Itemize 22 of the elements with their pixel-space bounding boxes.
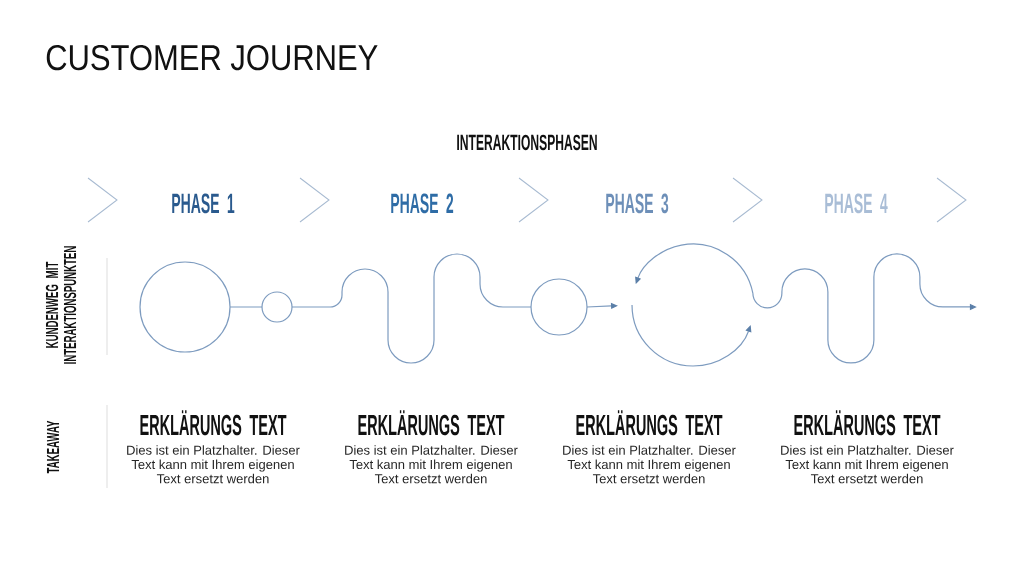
title: CUSTOMER JOURNEY (46, 44, 378, 71)
circle-marker (530, 278, 588, 336)
phase-label: PHASE 4 (825, 193, 888, 214)
row-label: KUNDENWEG MIT INTERAKTIONSPUNKTEN (45, 246, 77, 364)
column-heading: ERKLÄRUNGS TEXT (140, 410, 287, 436)
column-heading: ERKLÄRUNGS TEXT (576, 410, 723, 436)
body-text: Dies ist ein Platzhalter. Dieser Text kann mit Ihrem eigenen Text ersetzt werden (563, 445, 736, 484)
section-heading: INTERAKTIONSPHASEN (457, 134, 597, 151)
circle-marker (139, 261, 231, 353)
body-text: Dies ist ein Platzhalter. Dieser Text kann mit Ihrem eigenen Text ersetzt werden (345, 445, 518, 484)
connector-line (229, 306, 263, 308)
phase-label: PHASE 2 (391, 193, 454, 214)
row-label: TAKEAWAY (47, 420, 59, 474)
circle-marker (261, 291, 293, 323)
curved-line (291, 253, 532, 364)
loop-arrows (631, 243, 754, 367)
column-heading: ERKLÄRUNGS TEXT (794, 410, 941, 436)
body-text: Dies ist ein Platzhalter. Dieser Text kann mit Ihrem eigenen Text ersetzt werden (781, 445, 954, 484)
phase-label: PHASE 3 (606, 193, 669, 214)
column-heading: ERKLÄRUNGS TEXT (358, 410, 505, 436)
body-text: Dies ist ein Platzhalter. Dieser Text kann mit Ihrem eigenen Text ersetzt werden (127, 445, 300, 484)
phase-label: PHASE 1 (172, 193, 235, 214)
